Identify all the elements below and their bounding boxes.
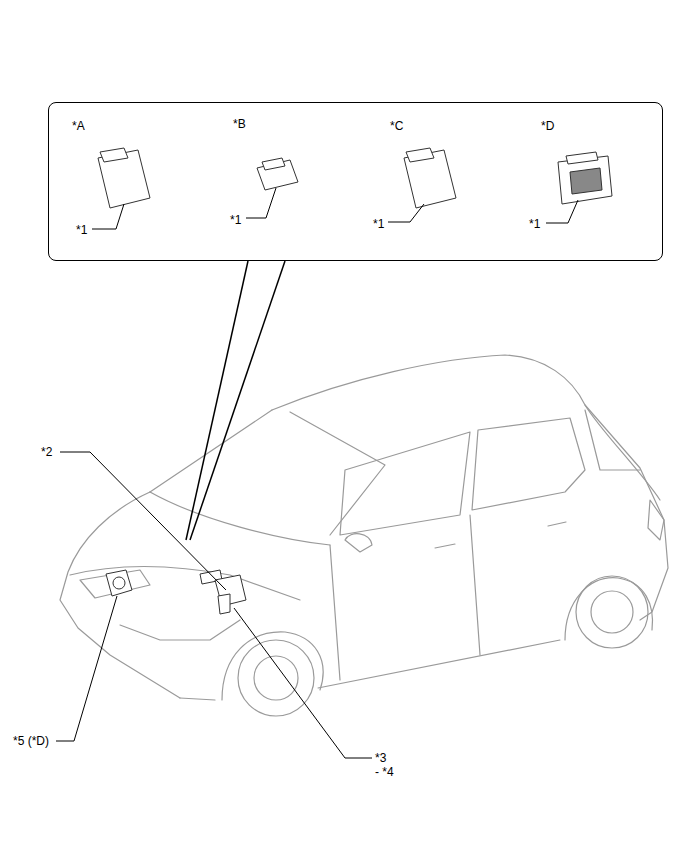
callout-number: *2 [40, 445, 53, 459]
callout-number: *3 [374, 751, 387, 765]
variant-letter: *C [389, 119, 404, 133]
callout-number: *1 [372, 217, 385, 231]
callout-number: *1 [528, 217, 541, 231]
callout-bubble: *A *1 *B *1 *C *1 *D *1 [48, 102, 663, 261]
callout-number: *5 (*D) [12, 734, 50, 748]
variant-letter: *B [232, 117, 247, 131]
callout-number: - *4 [374, 765, 395, 779]
callout-number: *1 [229, 213, 242, 227]
variant-letter: *D [540, 119, 555, 133]
variant-letter: *A [71, 119, 86, 133]
callout-number: *1 [75, 223, 88, 237]
